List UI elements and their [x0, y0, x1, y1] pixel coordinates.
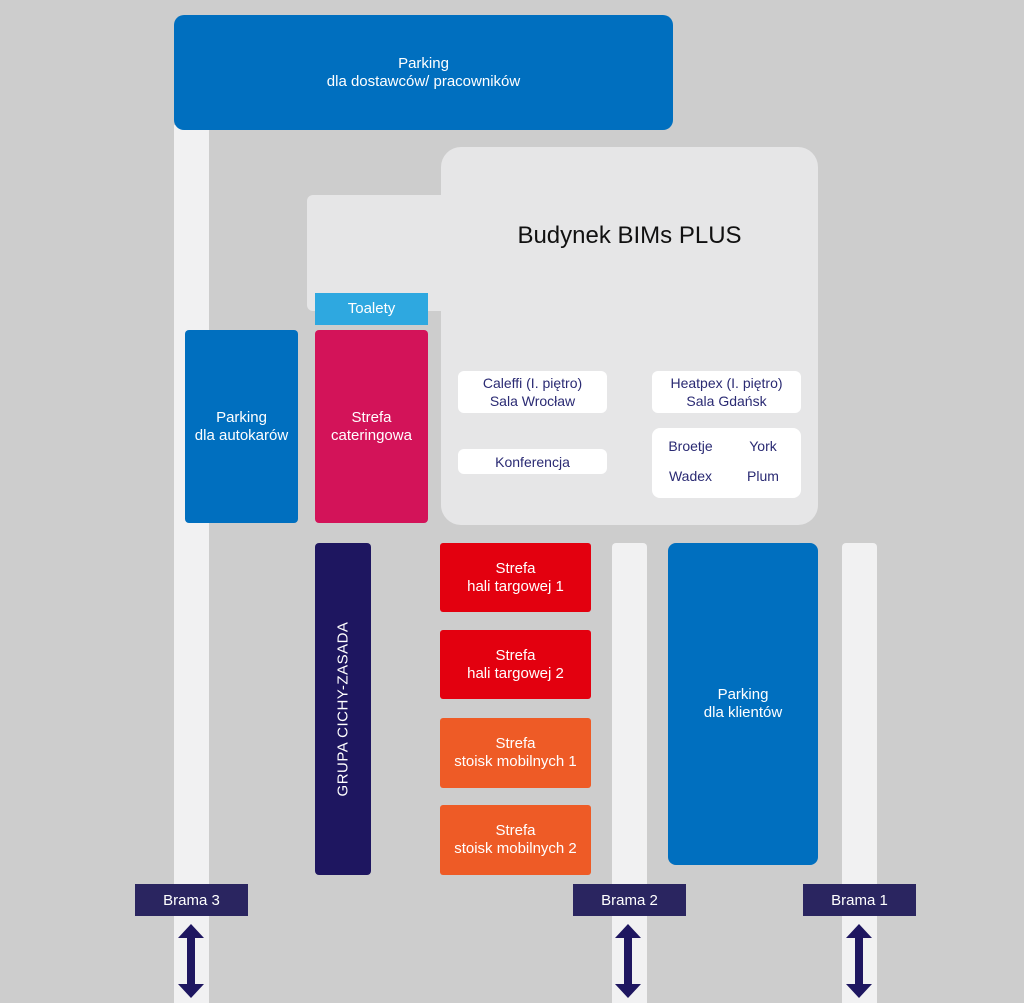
building-wing	[307, 195, 467, 311]
exhibitor-broetje: Broetje	[668, 438, 713, 454]
mobile-zone-1-line2: stoisk mobilnych 1	[454, 753, 577, 770]
hall-zone-2-line2: hali targowej 2	[467, 664, 564, 682]
room-caleffi-line2: Sala Wrocław	[489, 393, 576, 409]
gate-2-label: Brama 2	[601, 891, 658, 909]
hall-zone-2: Strefa hali targowej 2	[440, 630, 591, 699]
gate-3-label: Brama 3	[163, 891, 220, 909]
room-conference: Konferencja	[458, 449, 607, 474]
hall-zone-2-line1: Strefa	[495, 646, 536, 664]
group-zone-label: GRUPA CICHY-ZASADA	[334, 621, 352, 797]
parking-clients-line2: dla klientów	[703, 704, 783, 721]
double-arrow-icon	[178, 924, 204, 998]
mobile-zone-2: Strefa stoisk mobilnych 2	[440, 805, 591, 875]
room-heatpex-line2: Sala Gdańsk	[686, 393, 767, 409]
parking-staff: Parking dla dostawców/ pracowników	[174, 15, 673, 130]
mobile-zone-2-line2: stoisk mobilnych 2	[454, 840, 577, 857]
parking-clients-line1: Parking	[717, 686, 769, 703]
mobile-zone-1: Strefa stoisk mobilnych 1	[440, 718, 591, 788]
room-heatpex-line1: Heatpex (I. piętro)	[670, 375, 783, 391]
parking-staff-line1: Parking	[398, 54, 449, 72]
mobile-zone-2-line1: Strefa	[495, 822, 536, 839]
room-caleffi: Caleffi (I. piętro) Sala Wrocław	[458, 371, 607, 413]
toilets: Toalety	[315, 293, 428, 325]
parking-coaches-line1: Parking	[216, 408, 267, 426]
hall-zone-1-line1: Strefa	[495, 559, 536, 577]
toilets-label: Toalety	[347, 300, 396, 317]
room-caleffi-line1: Caleffi (I. piętro)	[482, 375, 583, 391]
catering-line2: cateringowa	[331, 426, 412, 444]
room-heatpex: Heatpex (I. piętro) Sala Gdańsk	[652, 371, 801, 413]
exhibitor-plum: Plum	[747, 468, 779, 484]
gate-1: Brama 1	[803, 884, 916, 916]
catering-line1: Strefa	[351, 408, 392, 426]
parking-staff-line2: dla dostawców/ pracowników	[326, 72, 521, 90]
double-arrow-icon	[615, 924, 641, 998]
double-arrow-icon	[846, 924, 872, 998]
catering-zone: Strefa cateringowa	[315, 330, 428, 523]
exhibitor-york: York	[749, 438, 777, 454]
parking-clients: Parking dla klientów	[668, 543, 818, 865]
gate-2: Brama 2	[573, 884, 686, 916]
road-left	[174, 125, 209, 1003]
room-conference-label: Konferencja	[495, 453, 570, 470]
hall-zone-1: Strefa hali targowej 1	[440, 543, 591, 612]
hall-zone-1-line2: hali targowej 1	[467, 577, 564, 595]
parking-coaches: Parking dla autokarów	[185, 330, 298, 523]
mobile-zone-1-line1: Strefa	[495, 735, 536, 752]
exhibitor-wadex: Wadex	[668, 468, 713, 484]
parking-coaches-line2: dla autokarów	[194, 426, 289, 444]
gate-1-label: Brama 1	[831, 891, 888, 909]
building-title: Budynek BIMs PLUS	[517, 222, 742, 249]
group-zone: GRUPA CICHY-ZASADA	[315, 543, 371, 875]
gate-3: Brama 3	[135, 884, 248, 916]
room-exhibitors: Broetje York Wadex Plum	[652, 428, 801, 498]
